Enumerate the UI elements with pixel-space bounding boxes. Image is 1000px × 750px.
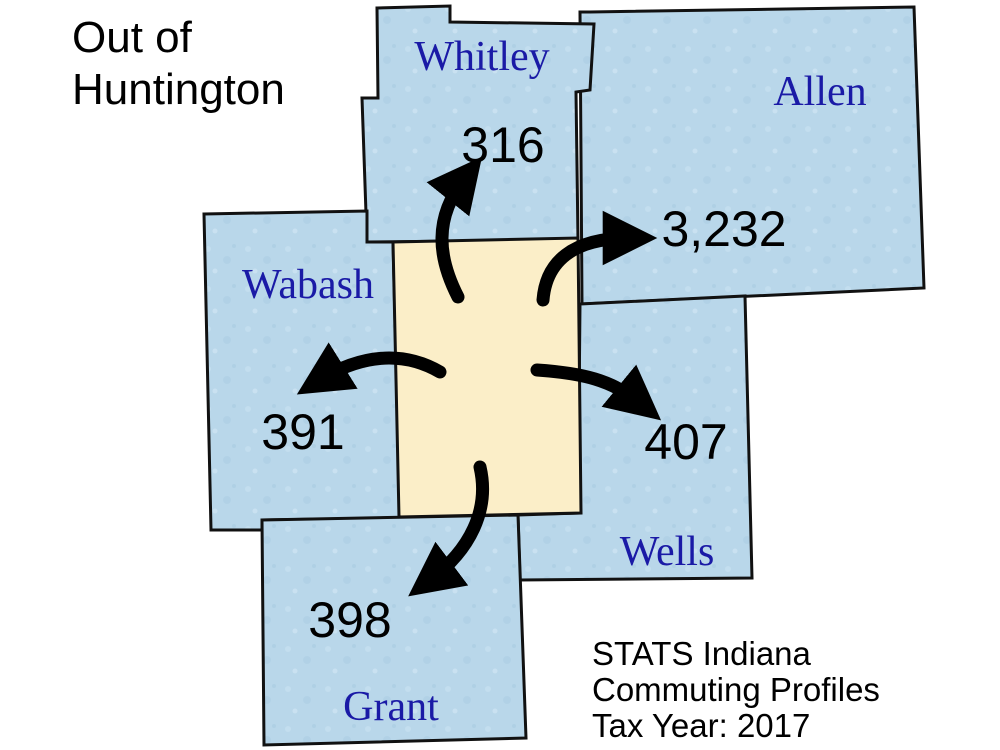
commuters-count-whitley: 316 (461, 117, 544, 173)
commuters-count-wells: 407 (644, 414, 727, 470)
county-name-wabash: Wabash (242, 262, 374, 308)
county-allen (578, 5, 926, 306)
flow-arrow-allen (536, 210, 658, 307)
county-wabash (202, 209, 402, 532)
source-line-1: STATS Indiana (592, 635, 811, 672)
county-name-allen: Allen (773, 69, 866, 115)
flow-arrow-grant (408, 460, 490, 597)
commuters-count-wabash: 391 (261, 404, 344, 460)
source-line-3: Tax Year: 2017 (592, 707, 811, 744)
county-name-grant: Grant (343, 684, 439, 730)
flow-arrow-wells (530, 363, 662, 421)
flow-arrow-whitley (426, 156, 483, 304)
county-whitley (360, 4, 596, 244)
source-line-2: Commuting Profiles (592, 671, 880, 708)
map-title-line-2: Huntington (72, 65, 285, 114)
flow-arrow-wabash (296, 342, 447, 395)
commuters-count-grant: 398 (308, 592, 391, 648)
commuters-count-allen: 3,232 (661, 201, 786, 257)
map-title-line-1: Out of (72, 13, 192, 62)
county-name-wells: Wells (620, 529, 715, 575)
county-name-whitley: Whitley (414, 34, 549, 80)
county-huntington (391, 236, 583, 519)
